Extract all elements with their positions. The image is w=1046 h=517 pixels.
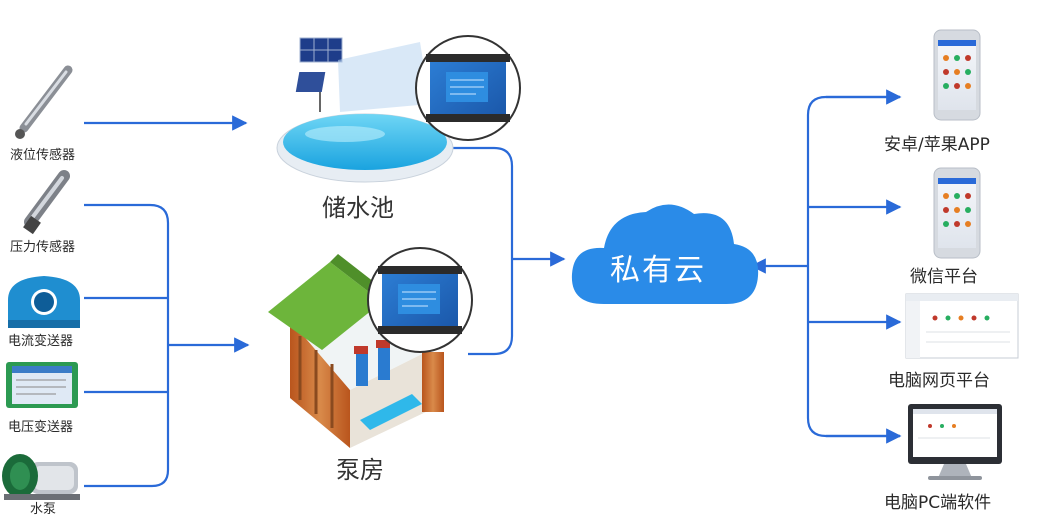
- wechat-label: 微信平台: [910, 267, 978, 287]
- pressure-sensor-label: 压力传感器: [10, 240, 76, 255]
- water-pump-image: [2, 454, 80, 500]
- pump-house-label: 泵房: [336, 456, 384, 484]
- sensor-bus: [84, 203, 170, 488]
- level-sensor-image: [15, 65, 73, 139]
- pumphouse-controller-image: [367, 247, 473, 353]
- reservoir-to-cloud: [448, 146, 514, 356]
- cloud-label: 私有云: [610, 253, 706, 288]
- web-platform-label: 电脑网页平台: [888, 371, 990, 391]
- voltage-transmitter-image: [6, 362, 78, 408]
- mobile-app-label: 安卓/苹果APP: [884, 135, 990, 155]
- pressure-sensor-image: [23, 170, 70, 235]
- reservoir-controller-image: [415, 35, 521, 141]
- wechat-phone-image: [933, 167, 981, 259]
- voltage-transmitter-label: 电压变送器: [8, 420, 74, 435]
- fanout-bus: [806, 95, 900, 438]
- mobile-app-phone-image: [933, 29, 981, 121]
- current-transmitter-image: [8, 276, 80, 328]
- reservoir-image: [276, 37, 454, 183]
- current-transmitter-label: 电流变送器: [8, 334, 74, 349]
- pc-software-label: 电脑PC端软件: [884, 493, 992, 513]
- level-sensor-label: 液位传感器: [10, 148, 76, 163]
- pc-monitor-image: [908, 404, 1002, 480]
- reservoir-label: 储水池: [322, 194, 394, 222]
- cloud-icon: [571, 204, 759, 304]
- water-pump-label: 水泵: [30, 502, 57, 517]
- web-platform-image: [905, 293, 1019, 359]
- connection-lines: [84, 89, 902, 488]
